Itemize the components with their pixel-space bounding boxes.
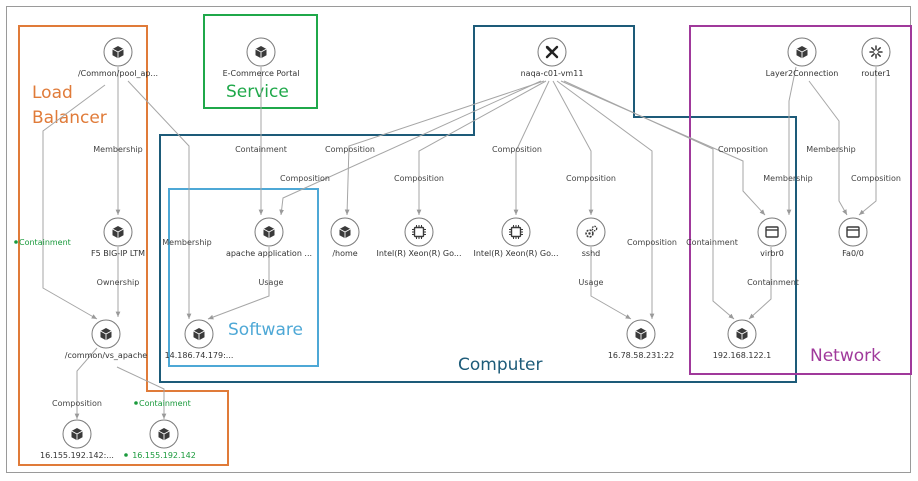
edge-layer2-fa00[interactable] [808,80,848,216]
edges [42,66,877,419]
node-label: F5 BIG-IP LTM [91,249,145,258]
node-router1[interactable]: router1 [861,37,891,78]
node-f5-big-ip-ltm[interactable]: F5 BIG-IP LTM [91,217,145,258]
status-dot [14,240,18,244]
node-label: 16.78.58.231:22 [608,351,674,360]
edge-naqa-home[interactable] [344,80,545,216]
edge-router-fa00[interactable] [858,67,877,216]
edge-apache-ip14[interactable] [207,247,270,320]
edge-naqa-intel2[interactable] [513,80,550,215]
edge-label-naqa-apache: Composition [280,174,330,183]
edge-vs-ip16155a[interactable] [74,347,98,419]
edge-label-naqa-virbr0: Composition [718,145,768,154]
node-intel-xeon-1[interactable]: Intel(R) Xeon(R) Go... [377,217,462,258]
node-ip-16-155-a[interactable]: 16.155.192.142:... [40,419,114,460]
node-ecommerce-portal[interactable]: E-Commerce Portal [223,37,300,78]
node-label: virbr0 [760,249,784,258]
edge-label-ecom-apache: Containment [235,145,287,154]
edge-virbr0-ip19216[interactable] [748,247,772,320]
node-label: router1 [861,69,891,78]
edge-label-layer2-virbr0: Membership [763,174,812,183]
computer-group-box [159,25,797,383]
load-balancer-label-line2: Balancer [32,108,107,128]
edge-naqa-apache[interactable] [279,80,542,216]
node-sshd[interactable]: sshd [576,217,606,258]
node-intel-xeon-2[interactable]: Intel(R) Xeon(R) Go... [474,217,559,258]
node-layer2connection[interactable]: Layer2Connection [766,37,839,78]
status-dot [124,453,128,457]
node-home[interactable]: /home [330,217,360,258]
topology-canvas[interactable]: Load Balancer Service Software Computer … [6,6,912,473]
edge-label-pool-f5: Membership [93,145,142,154]
status-dot [134,401,138,405]
node-label: 14.186.74.179:... [165,351,234,360]
load-balancer-group-box [18,25,229,466]
node-label: Layer2Connection [766,69,839,78]
node-virbr0[interactable]: virbr0 [757,217,787,258]
node-label: /common/vs_apache [65,351,147,360]
node-label: apache application ... [226,249,312,258]
edge-pool-ip14[interactable] [127,80,192,319]
computer-group-label: Computer [458,355,543,375]
edge-naqa-ip1678[interactable] [556,80,655,319]
edge-label-naqa-home: Composition [325,145,375,154]
node-label: 192.168.122.1 [713,351,772,360]
node-ip-16-155-b[interactable]: 16.155.192.142 [124,419,196,460]
node-label: Fa0/0 [842,249,864,258]
node-label: naqa-c01-vm11 [521,69,584,78]
node-label: /Common/pool_ap... [78,69,158,78]
edge-label-router-fa00: Composition [851,174,901,183]
edge-label-layer2-fa00: Membership [806,145,855,154]
software-group-label: Software [228,320,303,340]
edge-label-f5-vs: Ownership [97,278,140,287]
network-group-box [689,25,912,375]
edge-naqa-sshd[interactable] [552,80,594,215]
edge-label-virbr0-ip19216: Containment [747,278,799,287]
node-ip-16-78[interactable]: 16.78.58.231:22 [608,319,674,360]
edge-label-naqa-intel2: Composition [492,145,542,154]
edge-label-naqa-ip19216: Containment [686,238,738,247]
node-label: Intel(R) Xeon(R) Go... [377,249,462,258]
node-label: Intel(R) Xeon(R) Go... [474,249,559,258]
service-group-label: Service [226,82,289,102]
edge-label-pool-vs: Containment [19,238,71,247]
edge-label-naqa-sshd: Composition [566,174,616,183]
edge-naqa-intel1[interactable] [416,80,547,215]
node-pool[interactable]: /Common/pool_ap... [78,37,158,78]
edge-label-naqa-ip1678: Composition [627,238,677,247]
edge-pool-vs[interactable] [42,84,106,320]
load-balancer-label-line1: Load [32,83,73,103]
node-label: sshd [582,249,600,258]
node-apache-application[interactable]: apache application ... [226,217,312,258]
node-fa0-0[interactable]: Fa0/0 [838,217,868,258]
edge-label-apache-ip14: Usage [259,278,284,287]
edge-naqa-ip19216[interactable] [563,80,735,320]
node-naqa-c01-vm11[interactable]: naqa-c01-vm11 [521,37,584,78]
node-label: 16.155.192.142 [132,451,196,460]
node-label: E-Commerce Portal [223,69,300,78]
edge-label-vs-ip16155b: Containment [139,399,191,408]
node-ip-192-168[interactable]: 192.168.122.1 [713,319,772,360]
edge-sshd-ip1678[interactable] [590,247,632,320]
edge-label-naqa-intel1: Composition [394,174,444,183]
edge-label-pool-ip14: Membership [162,238,211,247]
node-label: 16.155.192.142:... [40,451,114,460]
node-ip-14-186[interactable]: 14.186.74.179:... [165,319,234,360]
topology-graph: Load Balancer Service Software Computer … [14,14,912,466]
edge-label-sshd-ip1678: Usage [579,278,604,287]
edge-vs-ip16155b[interactable] [116,366,167,419]
edge-label-vs-ip16155a: Composition [52,399,102,408]
network-group-label: Network [810,346,881,366]
software-group-box [168,188,319,367]
node-label: /home [332,249,357,258]
edge-layer2-virbr0[interactable] [786,66,797,215]
node-vs-apache[interactable]: /common/vs_apache [65,319,147,360]
edge-labels: Membership Containment Membership Contai… [14,145,901,408]
